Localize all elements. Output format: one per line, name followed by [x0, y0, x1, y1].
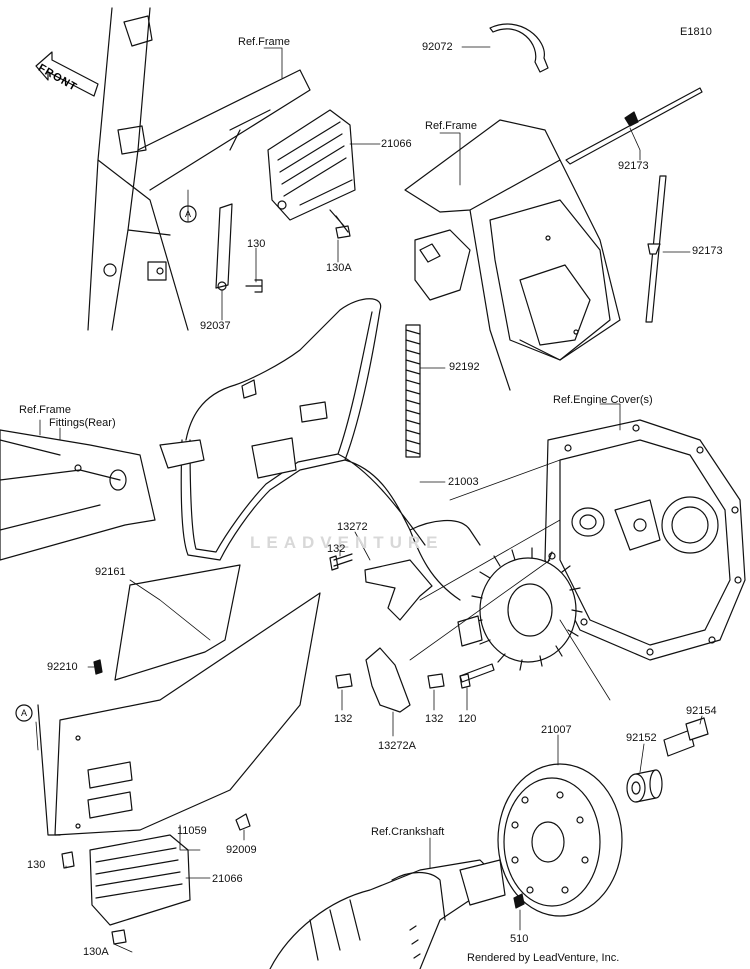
front-arrow-icon: [35, 51, 99, 97]
label-120: 120: [458, 713, 477, 725]
label-21066-bottom: 21066: [212, 873, 243, 885]
watermark: LEADVENTURE: [250, 533, 444, 552]
stud-92192: [405, 324, 421, 458]
collar-92152: [626, 769, 663, 803]
label-92173-b: 92173: [692, 245, 723, 257]
wire-harness-21003: [159, 298, 481, 601]
label-92210: 92210: [47, 661, 78, 673]
label-13272a: 13272A: [378, 740, 416, 752]
label-ref-frame-fittings: Ref.Frame: [19, 404, 71, 416]
label-130a-bottom: 130A: [83, 946, 109, 958]
regulator-bottom: [89, 834, 191, 926]
label-92009: 92009: [226, 844, 257, 856]
label-21066-top: 21066: [381, 138, 412, 150]
band-92072: [489, 23, 549, 73]
diagram-code: E1810: [680, 26, 712, 38]
grommet-92210: [93, 659, 103, 675]
label-ref-frame-top: Ref.Frame: [238, 36, 290, 48]
label-92192: 92192: [449, 361, 480, 373]
label-92072: 92072: [422, 41, 453, 53]
label-11059: 11059: [177, 825, 207, 837]
label-130-top: 130: [247, 238, 266, 250]
cover-11059: [37, 592, 321, 836]
label-132-b: 132: [334, 713, 353, 725]
label-132-a: 132: [327, 543, 346, 555]
bolt-92154: [663, 717, 709, 757]
bracket-13272: [364, 559, 433, 621]
frame-right: [404, 119, 621, 391]
label-21007: 21007: [541, 724, 572, 736]
callout-a-bottom: A: [21, 708, 28, 718]
label-92154: 92154: [686, 705, 717, 717]
frame-left: [87, 7, 311, 331]
leader-lines: [35, 46, 703, 953]
callout-a-bottom-circle: [15, 704, 33, 722]
callout-a-top: A: [185, 209, 192, 219]
crankshaft: [269, 859, 506, 969]
cover-92161: [114, 564, 241, 681]
label-92037: 92037: [200, 320, 231, 332]
rotor-21007: [497, 763, 623, 917]
cable-tie-92173: [565, 87, 703, 323]
label-ref-frame-right: Ref.Frame: [425, 120, 477, 132]
label-ref-crankshaft: Ref.Crankshaft: [371, 826, 445, 838]
stator: [457, 547, 583, 671]
frame-fittings-rear: [0, 429, 156, 561]
label-13272: 13272: [337, 521, 368, 533]
bracket-13272a: [365, 647, 411, 713]
credit-text: Rendered by LeadVenture, Inc.: [467, 952, 620, 964]
label-130-bottom: 130: [27, 859, 46, 871]
label-fittings-rear: Fittings(Rear): [49, 417, 116, 429]
engine-cover: [544, 419, 746, 661]
regulator-top: [267, 109, 356, 239]
label-132-c: 132: [425, 713, 444, 725]
label-92152: 92152: [626, 732, 657, 744]
label-130a-top: 130A: [326, 262, 352, 274]
key-510: [513, 893, 525, 909]
strap-92037: [215, 203, 263, 293]
label-510: 510: [510, 933, 529, 945]
label-92161: 92161: [95, 566, 126, 578]
label-92173-a: 92173: [618, 160, 649, 172]
label-21003: 21003: [448, 476, 479, 488]
label-ref-engine-cover: Ref.Engine Cover(s): [553, 394, 653, 406]
